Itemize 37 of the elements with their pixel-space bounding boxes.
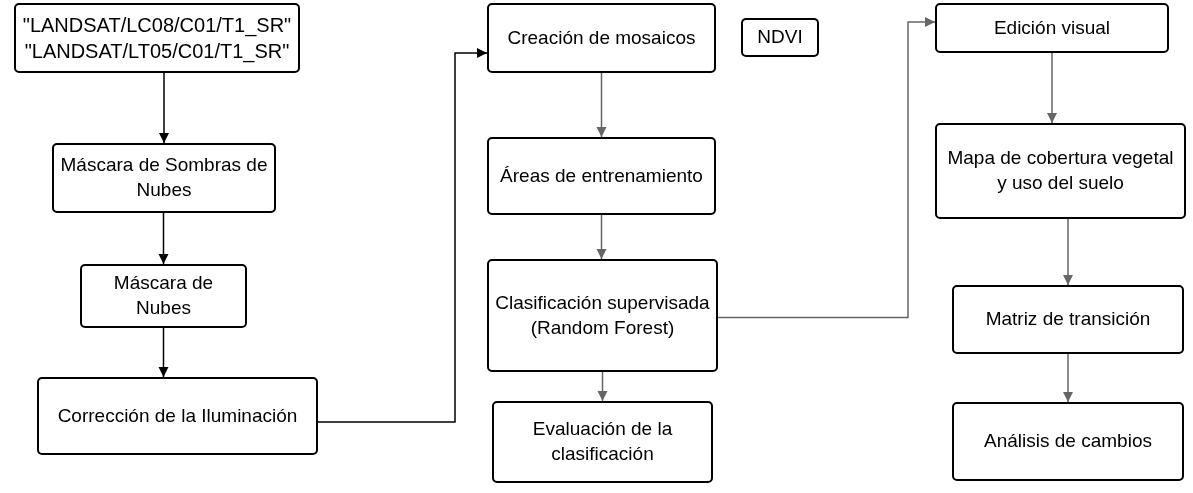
arrow bbox=[596, 72, 607, 138]
process-box bbox=[487, 3, 716, 73]
arrow bbox=[317, 47, 488, 423]
node-label: Máscara de Nubes bbox=[112, 271, 215, 320]
process-box bbox=[952, 285, 1184, 354]
node-label: NDVI bbox=[757, 25, 803, 50]
node-label: Mapa de cobertura vegetal y uso del suelo bbox=[946, 146, 1175, 195]
arrow bbox=[1062, 218, 1074, 286]
arrow bbox=[1046, 52, 1058, 124]
arrow bbox=[717, 16, 936, 319]
arrow bbox=[1062, 353, 1074, 403]
node-label: Evaluación de la clasificación bbox=[531, 417, 674, 466]
node-label: Máscara de Sombras de Nubes bbox=[59, 153, 269, 202]
process-box bbox=[741, 18, 819, 57]
node-label: "LANDSAT/LC08/C01/T1_SR" "LANDSAT/LT05/C01/T1_SR" bbox=[21, 13, 293, 64]
node-label: Clasificación supervisada (Random Forest) bbox=[494, 290, 711, 340]
node-label: Áreas de entrenamiento bbox=[500, 163, 703, 188]
node-label: Análisis de cambios bbox=[984, 429, 1152, 454]
node-label: Creación de mosaicos bbox=[507, 25, 696, 50]
arrow bbox=[597, 371, 608, 402]
process-box bbox=[487, 259, 718, 372]
process-box bbox=[80, 264, 247, 328]
process-box bbox=[487, 137, 716, 215]
node-label: Corrección de la Iluminación bbox=[57, 403, 298, 428]
node-label: Matriz de transición bbox=[985, 307, 1151, 332]
process-box bbox=[14, 3, 300, 73]
arrow bbox=[158, 327, 169, 378]
process-box bbox=[935, 123, 1186, 219]
process-box bbox=[37, 377, 318, 455]
process-box bbox=[935, 3, 1169, 53]
process-box bbox=[52, 143, 276, 213]
arrow bbox=[158, 72, 170, 144]
process-box bbox=[492, 401, 713, 483]
arrow bbox=[158, 212, 169, 265]
node-label: Edición visual bbox=[993, 15, 1111, 40]
arrow bbox=[596, 214, 607, 260]
process-box bbox=[952, 402, 1184, 481]
